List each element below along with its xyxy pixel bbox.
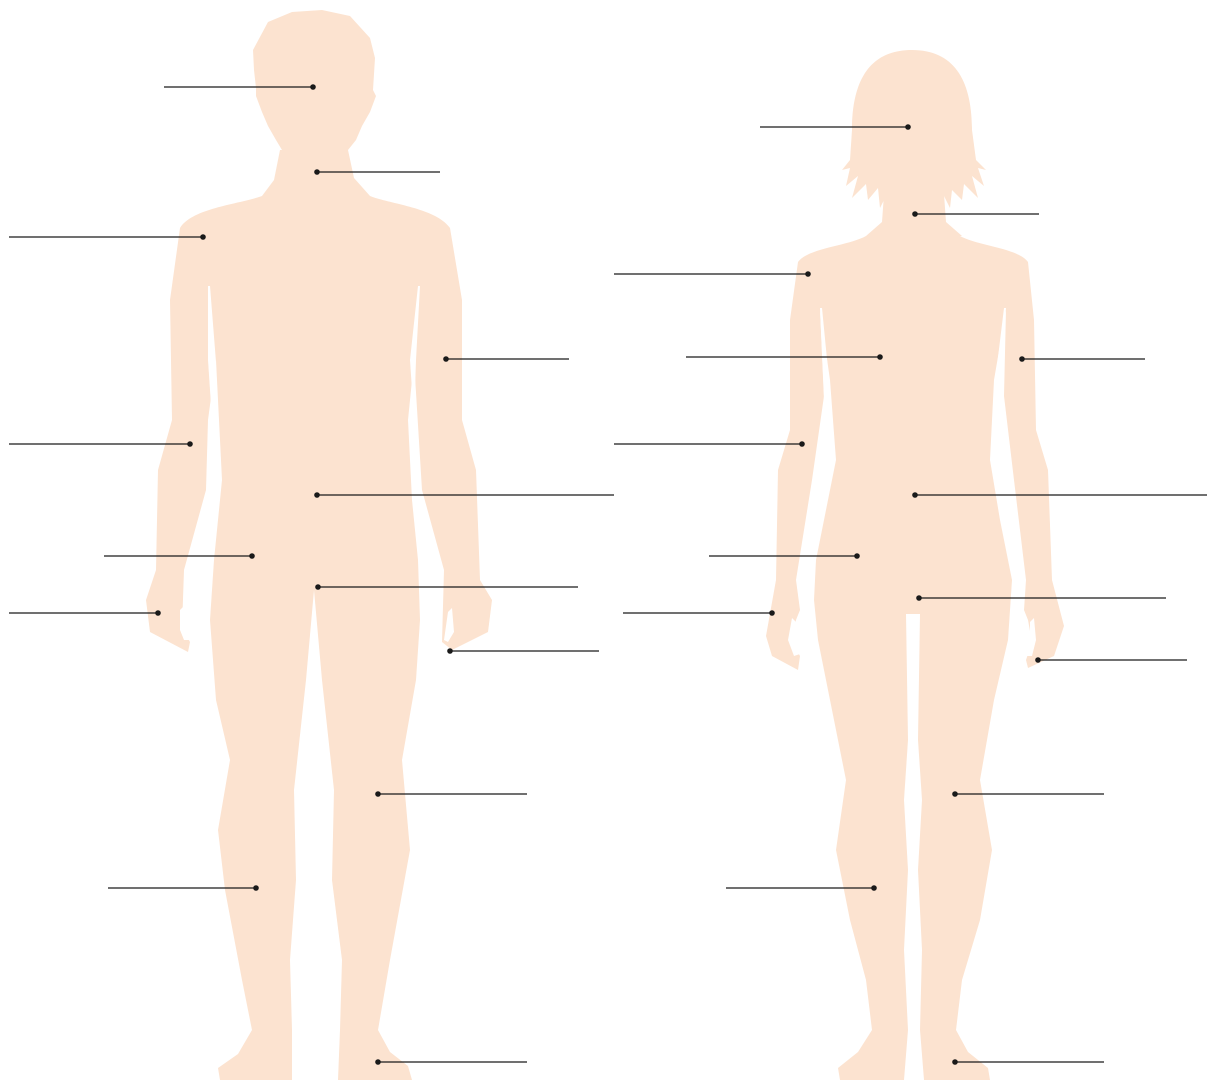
leader-line (614, 271, 811, 277)
leader-line (1035, 657, 1187, 663)
leader-line (9, 234, 206, 240)
leader-line (1019, 356, 1145, 362)
leader-line (623, 610, 775, 616)
female-figure (766, 50, 1064, 1080)
female-body (766, 236, 1064, 1080)
male-body (146, 196, 492, 1080)
leader-line (443, 356, 569, 362)
female-hair (842, 50, 986, 208)
male-head (253, 10, 376, 154)
leader-line (9, 610, 161, 616)
leader-line (447, 648, 599, 654)
leader-line (614, 441, 805, 447)
male-neck (262, 150, 370, 200)
